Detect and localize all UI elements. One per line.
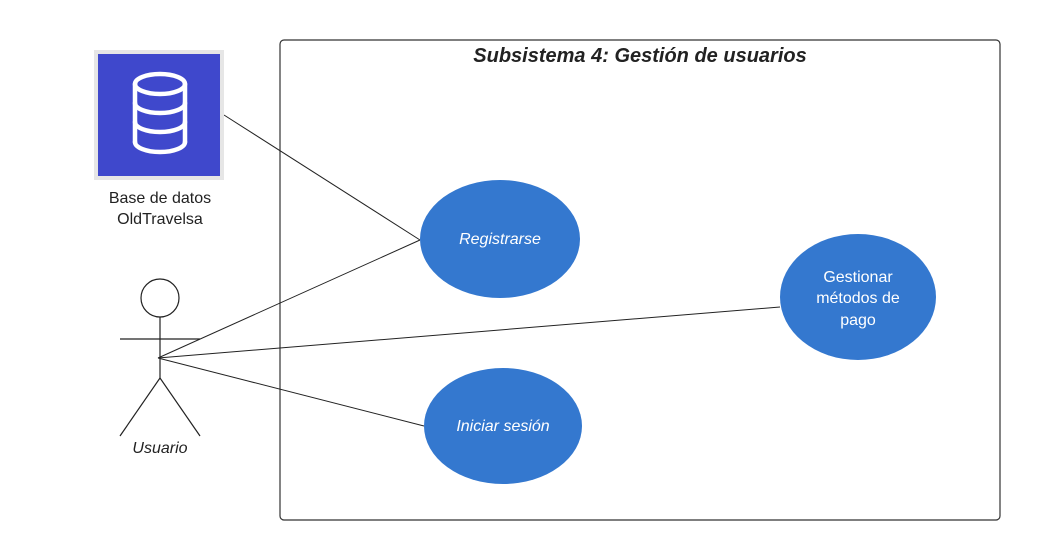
user-actor-right-leg [159, 377, 201, 437]
system-title: Subsistema 4: Gestión de usuarios [473, 45, 806, 67]
database-actor: Base de datos OldTravelsa [94, 50, 224, 228]
association-user-register [157, 239, 421, 359]
user-actor-label: Usuario [132, 440, 187, 457]
use-case-payment-label-line3: pago [840, 312, 876, 329]
use-case-register-ellipse [420, 180, 580, 298]
use-case-payment-label-line1: Gestionar [823, 269, 893, 286]
association-user-login [157, 357, 425, 427]
use-case-login: Iniciar sesión [424, 368, 582, 484]
use-case-payment: Gestionar métodos de pago [780, 234, 936, 360]
association-db-register [223, 114, 421, 241]
use-case-login-label: Iniciar sesión [456, 418, 549, 435]
user-actor-left-leg [119, 377, 161, 437]
database-label-line2: OldTravelsa [117, 211, 203, 228]
user-actor-head [140, 278, 180, 318]
use-case-login-ellipse [424, 368, 582, 484]
user-actor: Usuario [119, 278, 201, 457]
use-case-payment-label-line2: métodos de [816, 290, 900, 307]
database-label-line1: Base de datos [109, 190, 211, 207]
association-user-payment [157, 306, 781, 359]
database-icon [132, 71, 188, 155]
use-case-payment-ellipse [780, 234, 936, 360]
use-case-register: Registrarse [420, 180, 580, 298]
use-case-register-label: Registrarse [459, 231, 541, 248]
associations [157, 114, 781, 427]
